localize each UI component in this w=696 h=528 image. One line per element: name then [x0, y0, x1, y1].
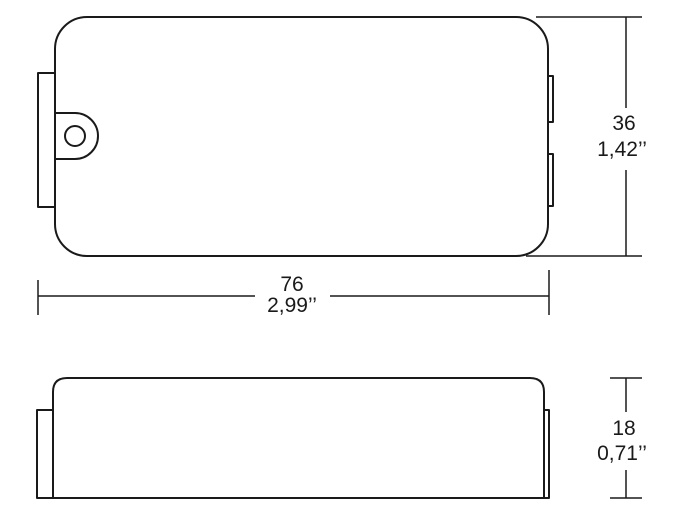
side-view: 18 0,71’’ — [36, 377, 647, 499]
top-view: 36 1,42’’ 76 2,99’’ — [37, 16, 647, 317]
mounting-tab — [55, 112, 99, 160]
side-view-housing — [52, 377, 545, 499]
side-view-left-flange — [36, 409, 53, 499]
side-height-dimension-value: 18 — [612, 417, 635, 440]
top-view-right-clip-upper — [548, 75, 554, 123]
top-view-right-clip-lower — [548, 153, 554, 207]
top-view-left-flange — [37, 72, 55, 208]
height-dimension-value: 36 — [612, 112, 635, 135]
side-height-dimension-inches: 0,71’’ — [597, 442, 647, 465]
height-dimension-inches: 1,42’’ — [597, 138, 647, 161]
mounting-hole — [64, 125, 86, 147]
width-dimension-value: 76 — [280, 273, 303, 296]
width-dimension-inches: 2,99’’ — [267, 294, 317, 317]
side-view-right-flange — [544, 409, 550, 499]
top-view-housing — [54, 16, 549, 257]
